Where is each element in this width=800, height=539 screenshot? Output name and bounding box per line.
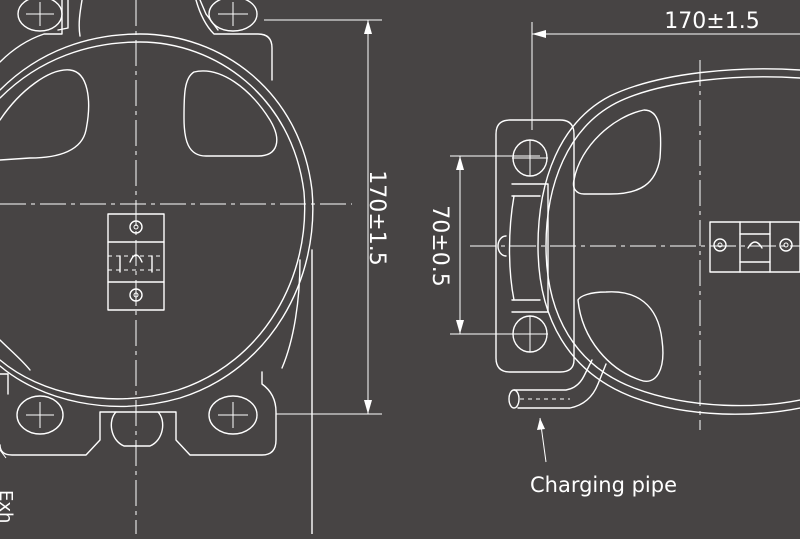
mount-hole xyxy=(17,0,63,32)
bracket-hole xyxy=(512,139,548,177)
left-view: 170±1.5 Exh xyxy=(0,0,389,535)
dim-bolt-spacing-text: 70±0.5 xyxy=(427,205,452,286)
left-shell-inner xyxy=(0,41,306,400)
left-cutout-bottom xyxy=(0,339,31,371)
dim-top-width-text: 170±1.5 xyxy=(664,9,759,34)
right-shell-outer xyxy=(537,68,800,415)
left-cutout-top-right xyxy=(183,70,278,157)
mount-hole xyxy=(208,0,258,32)
mount-hole xyxy=(208,395,258,435)
dim-left-height-text: 170±1.5 xyxy=(364,170,389,265)
charging-pipe xyxy=(513,359,607,409)
right-view: 170±1.5 70±0.5 xyxy=(427,9,800,497)
right-cutout-bottom xyxy=(577,291,664,382)
left-bottom-slot xyxy=(110,411,164,447)
right-shell-inner xyxy=(545,76,800,407)
dimension-left-height xyxy=(264,19,382,415)
left-shell-outer xyxy=(0,33,314,408)
charging-pipe-label: Charging pipe xyxy=(530,473,677,497)
dimension-bolt-spacing xyxy=(450,155,540,335)
mount-hole xyxy=(16,395,64,435)
right-cutout-top xyxy=(572,109,662,195)
left-cutout-top-left xyxy=(0,69,90,161)
bracket-hole xyxy=(512,315,548,353)
right-terminal-block xyxy=(709,221,800,273)
exhaust-label: Exh xyxy=(0,490,16,523)
left-base-plate xyxy=(0,0,277,456)
left-terminal-block xyxy=(107,213,165,311)
dimension-top-width xyxy=(531,22,800,130)
